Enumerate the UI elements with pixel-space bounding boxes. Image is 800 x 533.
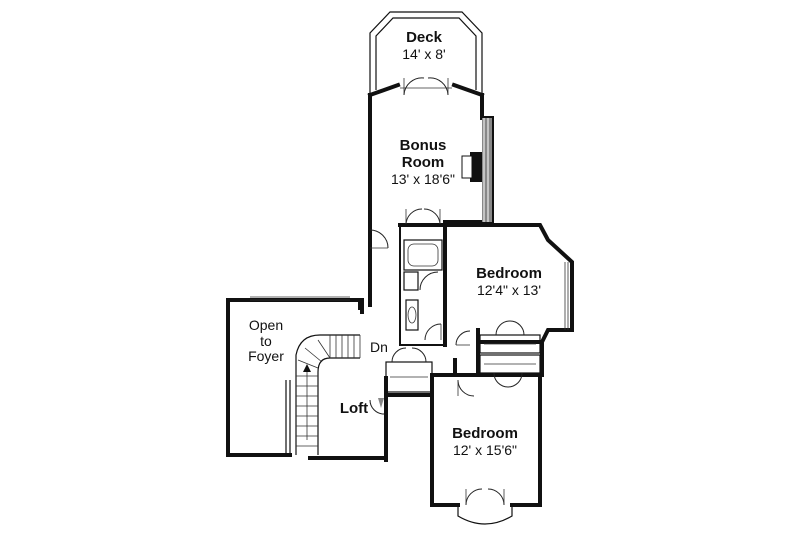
bonus-room-label: Bonus Room 13' x 18'6"	[378, 137, 468, 187]
bedroom-upper-dimensions: 12'4" x 13'	[476, 281, 542, 298]
bonus-room-name-line2: Room	[401, 153, 445, 171]
bedroom-lower-dimensions: 12' x 15'6"	[452, 441, 518, 458]
loft-door	[369, 398, 385, 415]
deck-french-door	[400, 77, 452, 96]
loft-walls	[308, 298, 434, 462]
bedroom-lower-walls	[430, 358, 542, 507]
bedroom-upper-closet	[479, 320, 541, 388]
stair-direction: Dn	[370, 339, 388, 355]
open-to-foyer-label: Open to Foyer	[238, 317, 294, 365]
bedroom-lower-door	[457, 379, 475, 397]
deck-label: Deck 14' x 8'	[392, 29, 456, 62]
bonus-room-door	[369, 208, 441, 249]
bonus-room-name-line1: Bonus	[399, 137, 447, 154]
stair	[285, 334, 361, 455]
bedroom-lower-name: Bedroom	[452, 425, 518, 442]
bedroom-upper-walls	[443, 220, 574, 377]
bedroom-lower-bay	[457, 488, 513, 525]
deck-name: Deck	[406, 29, 442, 46]
bedroom-lower-label: Bedroom 12' x 15'6"	[440, 425, 530, 458]
bonus-room-dimensions: 13' x 18'6"	[390, 170, 456, 187]
bedroom-upper-label: Bedroom 12'4" x 13'	[464, 265, 554, 298]
open-to-foyer-line2: to	[260, 332, 272, 349]
fireplace	[461, 118, 492, 222]
deck-dimensions: 14' x 8'	[402, 45, 446, 62]
bedroom-upper-door	[455, 330, 471, 346]
loft-label: Loft	[334, 400, 374, 418]
deck-outline	[369, 11, 483, 95]
loft-name: Loft	[339, 400, 369, 417]
open-to-foyer-line3: Foyer	[248, 348, 284, 365]
bedroom-upper-name: Bedroom	[476, 265, 542, 282]
linen-closet	[385, 347, 433, 393]
bathroom	[399, 224, 446, 346]
stair-label: Dn	[365, 339, 393, 356]
open-to-foyer-line1: Open	[248, 317, 284, 333]
